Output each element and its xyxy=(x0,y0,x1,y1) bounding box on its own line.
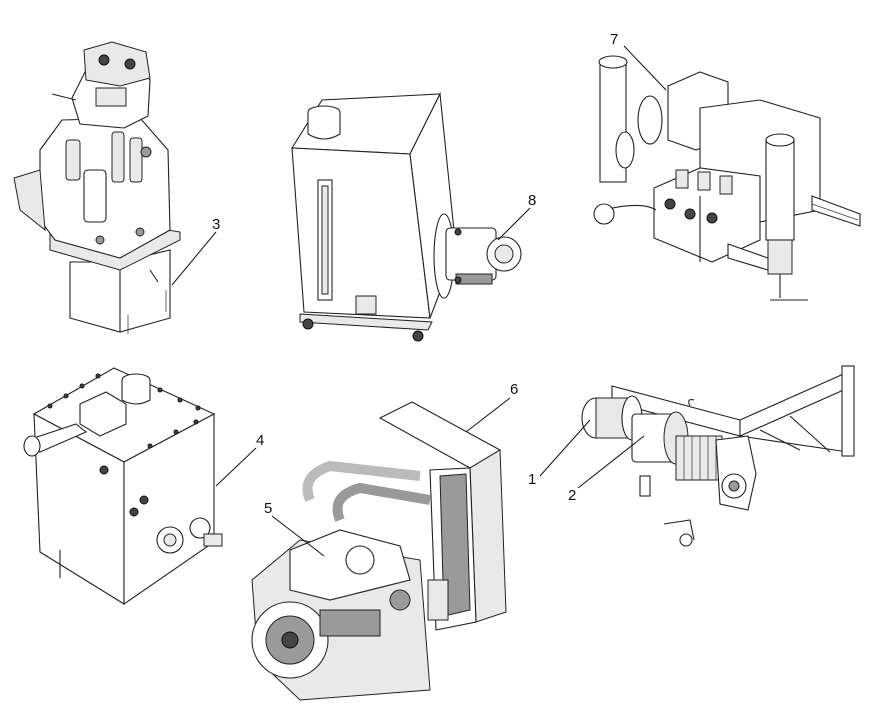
callout-6: 6 xyxy=(510,381,518,398)
callout-7: 7 xyxy=(610,31,618,48)
tank-rim-bolts xyxy=(47,373,201,449)
component-valve-block-assembly xyxy=(593,45,861,301)
callout-8: 8 xyxy=(528,192,536,209)
callout-4: 4 xyxy=(256,432,264,449)
callout-2: 2 xyxy=(568,487,576,504)
component-fuel-tank xyxy=(23,367,257,606)
component-hydraulic-oil-tank xyxy=(291,92,531,342)
component-winch-assembly xyxy=(539,365,855,547)
callout-5: 5 xyxy=(264,500,272,517)
component-pump-drive-unit xyxy=(13,41,217,334)
callout-3: 3 xyxy=(212,216,220,233)
component-diesel-engine xyxy=(251,397,511,701)
callout-1: 1 xyxy=(528,471,536,488)
